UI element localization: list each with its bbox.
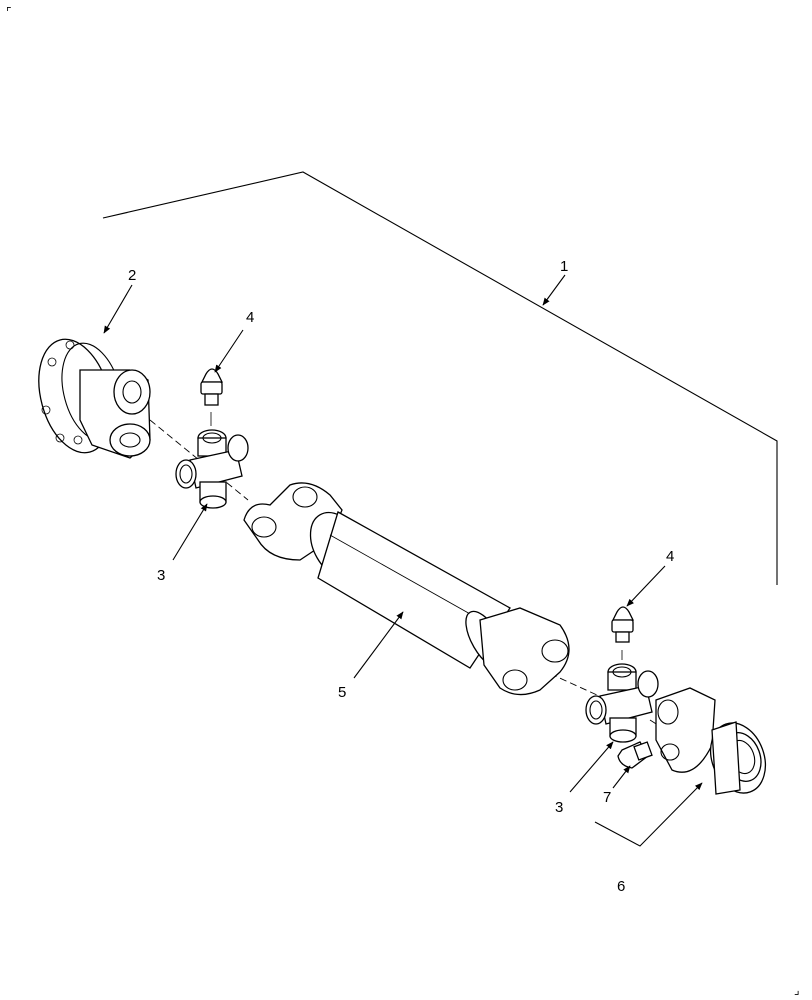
- callout-6: 6: [617, 878, 625, 895]
- universal-joint-cross-left: [175, 429, 249, 509]
- corner-mark-bottom-right: ⌟: [794, 983, 800, 997]
- callout-7: 7: [603, 789, 611, 806]
- grease-fitting-left: [200, 368, 224, 426]
- grease-fitting-7: [617, 741, 653, 769]
- flange-yoke: [38, 338, 151, 459]
- leader-lines: [103, 274, 703, 847]
- callout-3-right: 3: [555, 799, 563, 816]
- grease-fitting-right: [611, 606, 635, 660]
- callout-2: 2: [128, 267, 136, 284]
- corner-mark-top-left: ⌜: [6, 5, 12, 19]
- assembly-bracket: [102, 171, 778, 585]
- callout-5: 5: [338, 684, 346, 701]
- callout-4-right: 4: [666, 548, 674, 565]
- callout-3-left: 3: [157, 567, 165, 584]
- callout-1: 1: [560, 258, 568, 275]
- universal-joint-cross-right: [585, 663, 659, 743]
- callout-4-left: 4: [246, 309, 254, 326]
- splined-yoke: [655, 687, 767, 795]
- drive-shaft: [243, 482, 570, 696]
